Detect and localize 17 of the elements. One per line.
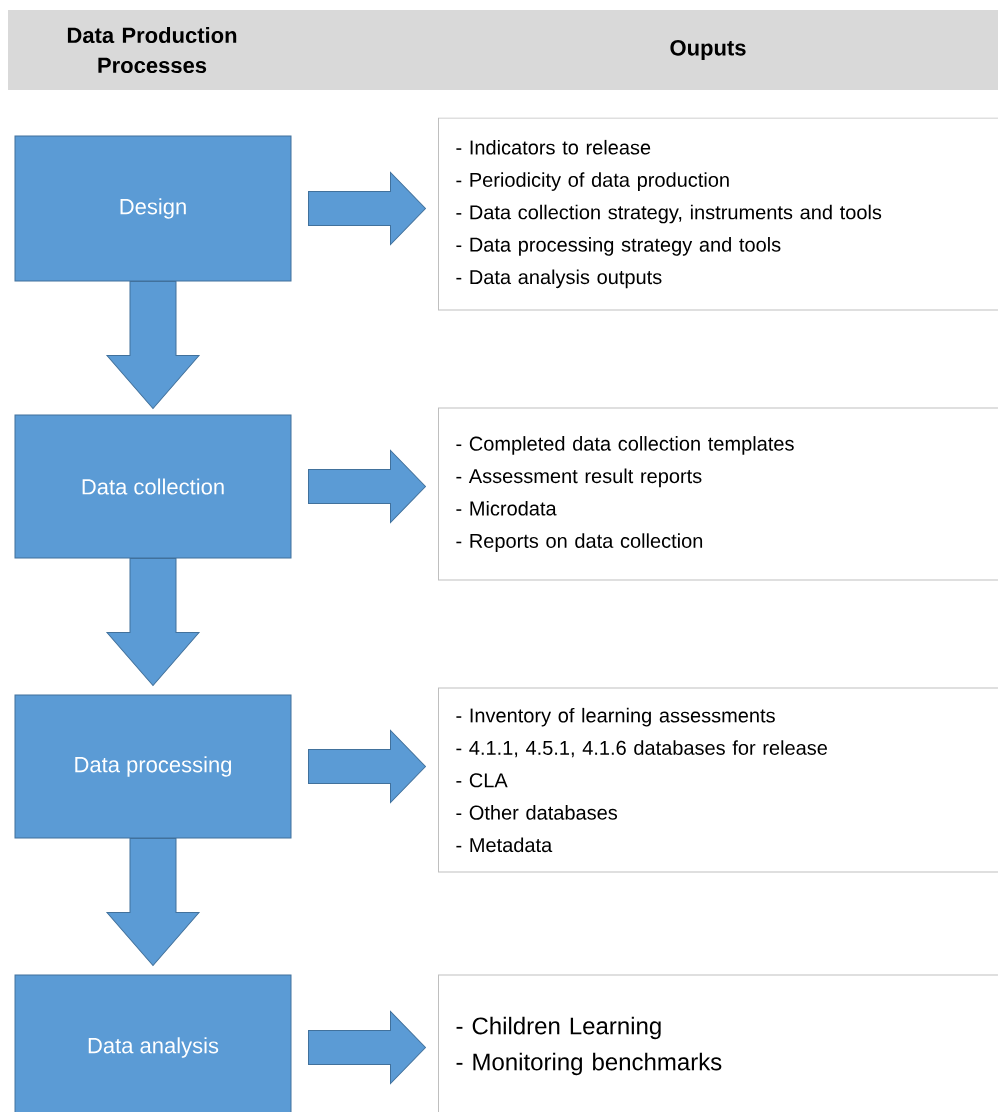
block-arrow — [308, 450, 426, 523]
process-box: Data collection — [14, 414, 292, 559]
process-box: Data processing — [14, 694, 292, 839]
block-arrow — [308, 172, 426, 245]
block-arrow — [106, 558, 200, 686]
block-arrow — [308, 730, 426, 803]
output-box: - Completed data collection templates - Assessment result reports - Microdata - Reports on data collection — [438, 407, 998, 581]
output-box: - Inventory of learning assessments - 4.1.1, 4.5.1, 4.1.6 databases for release - CLA - Other databases - Metadata — [438, 687, 998, 873]
column-heading: Ouputs — [670, 40, 746, 60]
output-box: - Children Learning - Monitoring benchmarks — [438, 974, 998, 1112]
output-box: - Indicators to release - Periodicity of data production - Data collection strategy, instruments and tools - Data processing strategy and tools - Data analysis outputs — [438, 117, 998, 311]
column-heading: Data Production Processes — [67, 26, 237, 74]
block-arrow — [106, 281, 200, 409]
block-arrow — [308, 1011, 426, 1084]
process-box: Data analysis — [14, 974, 292, 1112]
block-arrow — [106, 838, 200, 966]
process-box: Design — [14, 135, 292, 282]
